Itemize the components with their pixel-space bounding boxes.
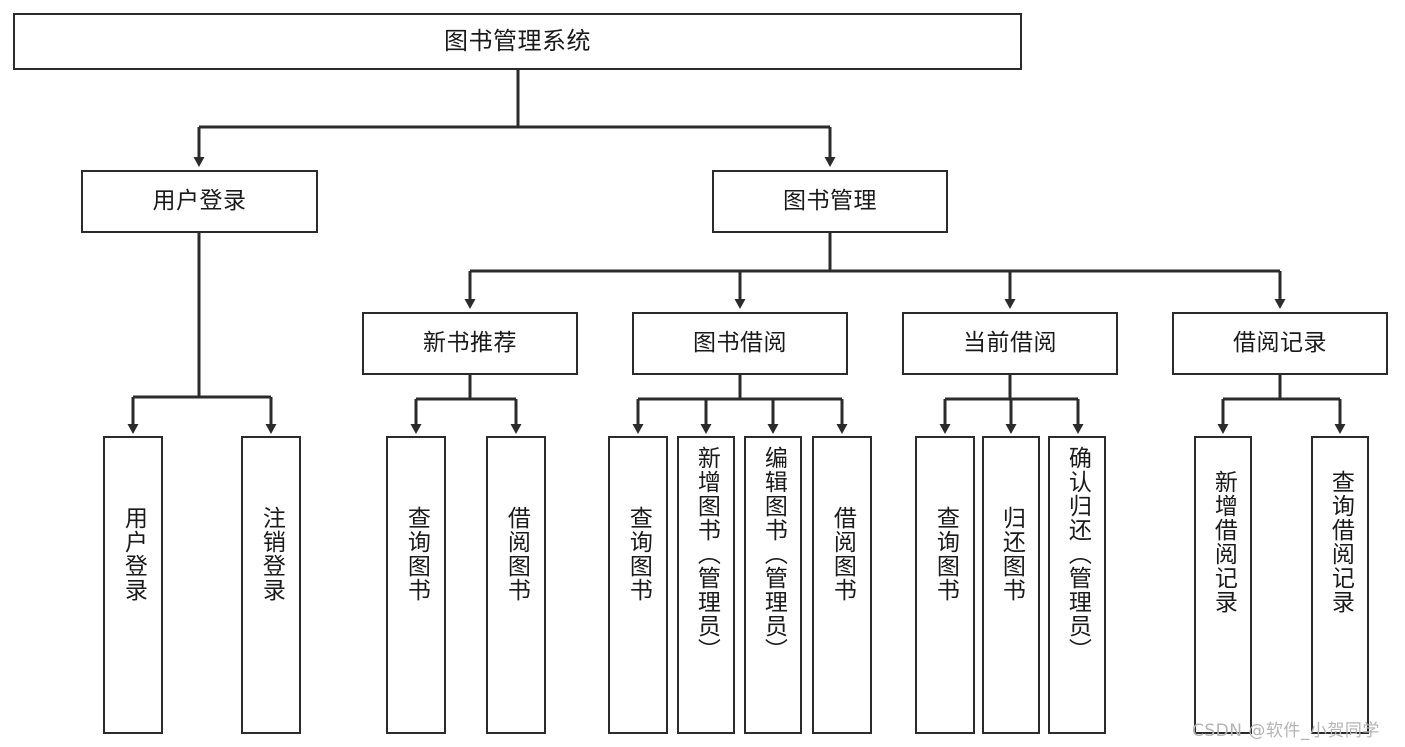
leaf-query-book-current[interactable]: 查询图书 <box>915 436 975 734</box>
leaf-add-borrow-record[interactable]: 新增借阅记录 <box>1194 436 1252 734</box>
node-user-login[interactable]: 用户登录 <box>81 170 318 233</box>
leaf-logout-login[interactable]: 注销登录 <box>241 436 301 734</box>
csdn-watermark: CSDN @软件_小贺同学 <box>1192 721 1380 741</box>
node-label: 新增借阅记录 <box>1210 470 1237 614</box>
leaf-borrow-book[interactable]: 借阅图书 <box>812 436 872 734</box>
node-book-borrow[interactable]: 图书借阅 <box>632 312 848 375</box>
leaf-return-book[interactable]: 归还图书 <box>982 436 1040 734</box>
node-label: 查询图书 <box>932 506 959 602</box>
leaf-query-borrow-record[interactable]: 查询借阅记录 <box>1311 436 1369 734</box>
node-label: 编辑图书（管理员） <box>760 446 787 662</box>
node-label: 查询图书 <box>403 506 430 602</box>
leaf-query-book-borrow[interactable]: 查询图书 <box>608 436 668 734</box>
node-label: 查询借阅记录 <box>1327 470 1354 614</box>
node-current-borrow[interactable]: 当前借阅 <box>902 312 1118 375</box>
node-root-system[interactable]: 图书管理系统 <box>13 13 1022 70</box>
leaf-confirm-return-admin[interactable]: 确认归还（管理员） <box>1048 436 1106 734</box>
node-label: 归还图书 <box>998 506 1025 602</box>
node-label: 图书管理 <box>783 187 877 214</box>
node-label: 借阅图书 <box>503 506 530 602</box>
node-label: 用户登录 <box>120 506 147 602</box>
node-new-book-recommend[interactable]: 新书推荐 <box>362 312 578 375</box>
leaf-borrow-book-recommend[interactable]: 借阅图书 <box>486 436 546 734</box>
node-label: 新增图书（管理员） <box>693 446 720 662</box>
node-label: 查询图书 <box>625 506 652 602</box>
node-label: 图书管理系统 <box>444 27 591 56</box>
node-label: 图书借阅 <box>693 329 787 356</box>
node-label: 用户登录 <box>152 187 247 214</box>
node-label: 确认归还（管理员） <box>1064 446 1091 662</box>
leaf-user-login[interactable]: 用户登录 <box>103 436 163 734</box>
node-label: 新书推荐 <box>423 329 517 356</box>
leaf-edit-book-admin[interactable]: 编辑图书（管理员） <box>744 436 802 734</box>
node-label: 借阅图书 <box>829 506 856 602</box>
node-label: 当前借阅 <box>963 329 1057 356</box>
leaf-add-book-admin[interactable]: 新增图书（管理员） <box>677 436 735 734</box>
node-label: 借阅记录 <box>1233 329 1327 356</box>
node-label: 注销登录 <box>258 506 285 602</box>
node-book-management[interactable]: 图书管理 <box>712 170 948 233</box>
node-borrow-record[interactable]: 借阅记录 <box>1172 312 1388 375</box>
leaf-query-book-recommend[interactable]: 查询图书 <box>386 436 446 734</box>
